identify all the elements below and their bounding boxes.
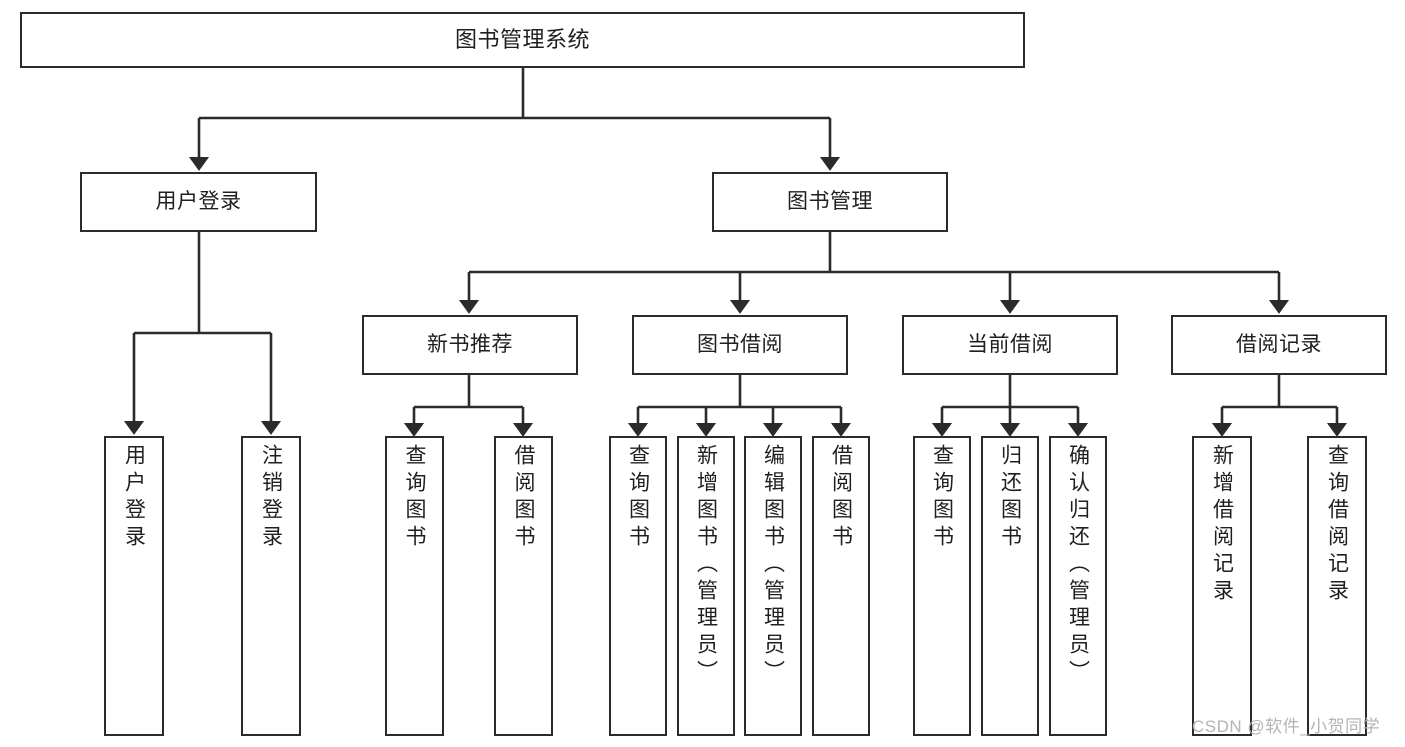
leaf-current-borrow-return-book[interactable]: 归还图书 — [981, 436, 1039, 736]
node-label: 借阅图书 — [829, 444, 853, 552]
leaf-user-login-login[interactable]: 用户登录 — [104, 436, 164, 736]
node-new-book-recommend[interactable]: 新书推荐 — [362, 315, 578, 375]
leaf-book-borrow-edit-book-admin[interactable]: 编辑图书（管理员） — [744, 436, 802, 736]
node-current-borrow[interactable]: 当前借阅 — [902, 315, 1118, 375]
leaf-current-borrow-confirm-return-admin[interactable]: 确认归还（管理员） — [1049, 436, 1107, 736]
leaf-borrow-record-query-record[interactable]: 查询借阅记录 — [1307, 436, 1367, 736]
node-label: 查询图书 — [930, 444, 954, 552]
node-label: 编辑图书（管理员） — [761, 444, 785, 687]
node-label: 查询图书 — [626, 444, 650, 552]
node-borrow-record[interactable]: 借阅记录 — [1171, 315, 1387, 375]
node-label: 新增借阅记录 — [1210, 444, 1234, 606]
leaf-book-borrow-add-book-admin[interactable]: 新增图书（管理员） — [677, 436, 735, 736]
node-label: 图书借阅 — [697, 333, 783, 357]
node-label: 图书管理 — [787, 190, 873, 214]
edges-root-to-level2 — [188, 68, 841, 171]
leaf-new-book-borrow-book[interactable]: 借阅图书 — [494, 436, 553, 736]
node-root-book-management-system[interactable]: 图书管理系统 — [20, 12, 1025, 68]
node-label: 注销登录 — [259, 444, 283, 552]
node-user-login[interactable]: 用户登录 — [80, 172, 317, 232]
node-label: 借阅记录 — [1236, 333, 1322, 357]
node-label: 借阅图书 — [512, 444, 535, 552]
node-book-borrow[interactable]: 图书借阅 — [632, 315, 848, 375]
csdn-watermark: CSDN @软件_小贺同学 — [1192, 712, 1380, 737]
node-label: 用户登录 — [155, 190, 242, 214]
edges-bookmgmt-to-level3 — [458, 232, 1290, 314]
edges-currentborrow-to-leaves — [931, 374, 1089, 437]
leaf-book-borrow-query-book[interactable]: 查询图书 — [609, 436, 667, 736]
watermark-text: CSDN @软件_小贺同学 — [1192, 717, 1381, 736]
edges-bookborrow-to-leaves — [627, 374, 852, 437]
node-label: 归还图书 — [998, 444, 1022, 552]
leaf-borrow-record-add-record[interactable]: 新增借阅记录 — [1192, 436, 1252, 736]
node-label: 图书管理系统 — [454, 26, 590, 52]
edges-userlogin-to-leaves — [123, 232, 282, 435]
node-label: 用户登录 — [122, 444, 146, 552]
node-label: 当前借阅 — [967, 333, 1053, 357]
leaf-book-borrow-borrow-book[interactable]: 借阅图书 — [812, 436, 870, 736]
node-label: 查询图书 — [403, 444, 426, 552]
leaf-new-book-query-book[interactable]: 查询图书 — [385, 436, 444, 736]
node-label: 确认归还（管理员） — [1066, 444, 1090, 687]
node-label: 新书推荐 — [427, 333, 513, 357]
node-book-management[interactable]: 图书管理 — [712, 172, 948, 232]
edges-borrowrecord-to-leaves — [1211, 374, 1348, 437]
node-label: 查询借阅记录 — [1325, 444, 1349, 606]
leaf-current-borrow-query-book[interactable]: 查询图书 — [913, 436, 971, 736]
node-label: 新增图书（管理员） — [694, 444, 718, 687]
edges-newbook-to-leaves — [403, 374, 534, 437]
leaf-user-login-logout[interactable]: 注销登录 — [241, 436, 301, 736]
